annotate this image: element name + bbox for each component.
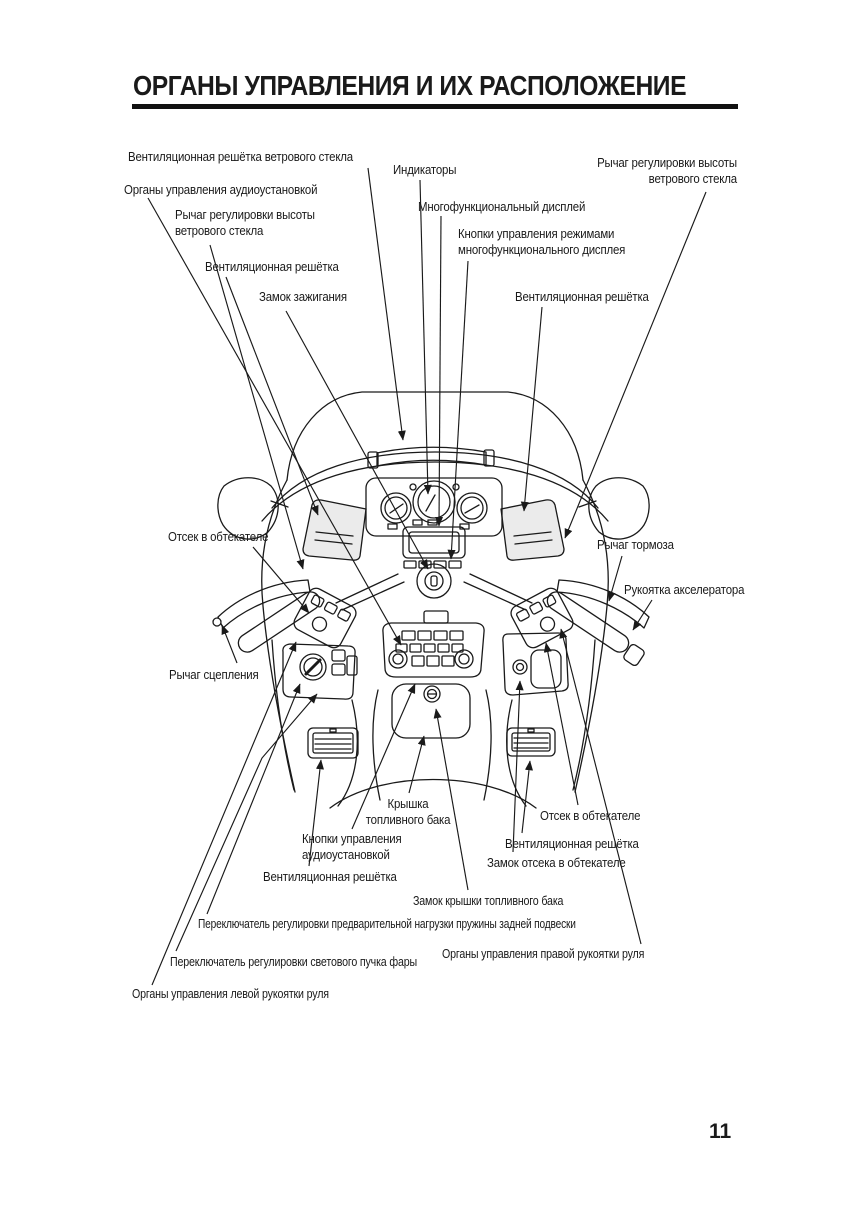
- right-fairing-pocket-art: [502, 632, 569, 696]
- audio-console: [382, 610, 485, 678]
- ignition-lock-art: [416, 563, 452, 599]
- label-vent-right: Вентиляционная решётка: [515, 289, 649, 304]
- label-fairing-pocket-left: Отсек в обтекателе: [168, 529, 269, 544]
- windshield: [261, 391, 609, 522]
- page-number: 11: [709, 1120, 732, 1143]
- fuel-filler-lid-art: [391, 683, 471, 739]
- label-fuel-lid-lock: Замок крышки топливного бака: [413, 893, 564, 908]
- label-audio-system-controls: Органы управления аудиоустановкой: [124, 182, 318, 197]
- label-vent-bottom-right: Вентиляционная решётка: [505, 836, 639, 851]
- label-fuel-filler-lid: Крышка топливного бака: [365, 796, 451, 828]
- label-indicators: Индикаторы: [393, 162, 457, 177]
- label-preload-switch: Переключатель регулировки предварительно…: [198, 916, 576, 931]
- label-audio-control-buttons: Кнопки управления аудиоустановкой: [302, 831, 402, 863]
- title-rule: [132, 104, 738, 109]
- page-title: ОРГАНЫ УПРАВЛЕНИЯ И ИХ РАСПОЛОЖЕНИЕ: [133, 70, 687, 101]
- multifunction-display-art: [402, 526, 466, 559]
- right-grip-assembly: [510, 579, 650, 667]
- label-windshield-vent: Вентиляционная решётка ветрового стекла: [128, 149, 353, 164]
- fairing-outline: [261, 479, 609, 809]
- label-fairing-pocket-lock: Замок отсека в обтекателе: [487, 855, 626, 870]
- label-left-grip-controls: Органы управления левой рукоятки руля: [132, 986, 329, 1001]
- label-fairing-pocket-right: Отсек в обтекателе: [540, 808, 641, 823]
- label-vent-left: Вентиляционная решётка: [205, 259, 339, 274]
- right-mirror: [578, 477, 650, 540]
- label-headlight-beam-switch: Переключатель регулировки светового пучк…: [170, 954, 417, 969]
- gauge-cluster: [365, 477, 503, 537]
- label-throttle-grip: Рукоятка акселератора: [624, 582, 745, 597]
- left-grip-assembly: [212, 579, 357, 653]
- label-brake-lever: Рычаг тормоза: [597, 537, 674, 552]
- label-right-grip-controls: Органы управления правой рукоятки руля: [442, 946, 645, 961]
- label-ws-height-lever-right: Рычаг регулировки высоты ветрового стекл…: [597, 155, 737, 187]
- label-multifunction-display: Многофункциональный дисплей: [418, 199, 586, 214]
- left-fairing-pocket-art: [282, 643, 358, 700]
- vent-grille-bottom-left-art: [307, 727, 359, 759]
- label-clutch-lever: Рычаг сцепления: [169, 667, 259, 682]
- speaker-panel-right: [500, 499, 565, 561]
- label-vent-bottom-left: Вентиляционная решётка: [263, 869, 397, 884]
- label-ws-height-lever-left: Рычаг регулировки высоты ветрового стекл…: [175, 207, 315, 239]
- label-ignition-lock: Замок зажигания: [259, 289, 347, 304]
- leader-lines: [147, 167, 707, 986]
- label-display-mode-buttons: Кнопки управления режимами многофункцион…: [458, 226, 626, 258]
- handlebars: [335, 573, 533, 611]
- vent-grille-bottom-right-art: [506, 727, 556, 757]
- speaker-panel-left: [302, 499, 367, 561]
